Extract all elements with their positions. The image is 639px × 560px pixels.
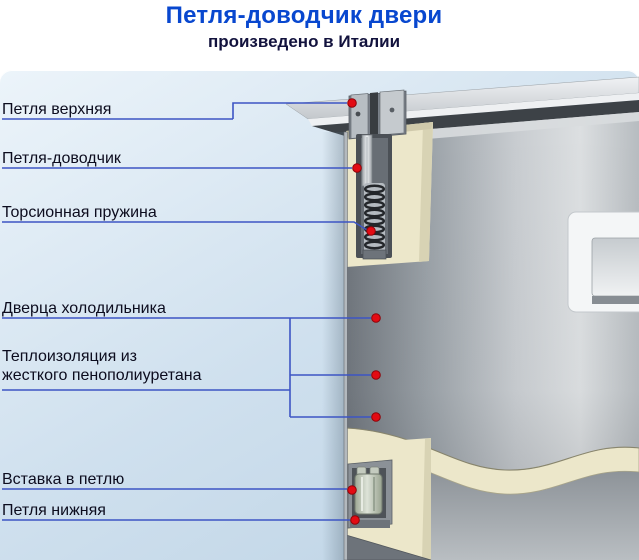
callout-label-closer-hinge: Петля-доводчик: [2, 150, 121, 167]
upper-hinge-graphic: [348, 89, 407, 140]
callout-dot-insulation-1: [371, 370, 381, 380]
door-edge-skin: [343, 131, 348, 560]
callout-label-insulation-line1: Теплоизоляция из: [2, 348, 137, 365]
callout-dot-lower-hinge: [350, 515, 360, 525]
callout-dot-insulation-2: [371, 412, 381, 422]
callout-label-hinge-insert: Вставка в петлю: [2, 471, 125, 488]
callout-label-lower-hinge: Петля нижняя: [2, 502, 106, 519]
callout-dot-hinge-insert: [347, 485, 357, 495]
torsion-spring-graphic: [363, 183, 386, 253]
callout-label-insulation: Теплоизоляция из жесткого пенополиуретан…: [2, 347, 252, 385]
door-cut-shadow: [322, 132, 345, 560]
page-title: Петля-доводчик двери: [165, 2, 443, 29]
callout-dot-fridge-door: [371, 313, 381, 323]
callout-dots: [347, 98, 381, 525]
hinge-insert-graphic: [354, 466, 383, 515]
page-subtitle: произведено в Италии: [207, 32, 401, 51]
closer-mechanism-graphic: [356, 134, 392, 260]
callout-dot-torsion-spring: [366, 226, 376, 236]
door-handle-recess: [567, 211, 639, 313]
callout-dot-upper-hinge: [347, 98, 357, 108]
callout-label-upper-hinge: Петля верхняя: [2, 101, 112, 118]
callout-label-insulation-line2: жесткого пенополиуретана: [2, 367, 202, 384]
lower-hinge-graphic: [347, 459, 393, 529]
callout-label-fridge-door: Дверца холодильника: [2, 300, 166, 317]
callout-label-torsion-spring: Торсионная пружина: [2, 204, 157, 221]
callout-dot-closer-hinge: [352, 163, 362, 173]
callout-lines: [2, 102, 371, 521]
